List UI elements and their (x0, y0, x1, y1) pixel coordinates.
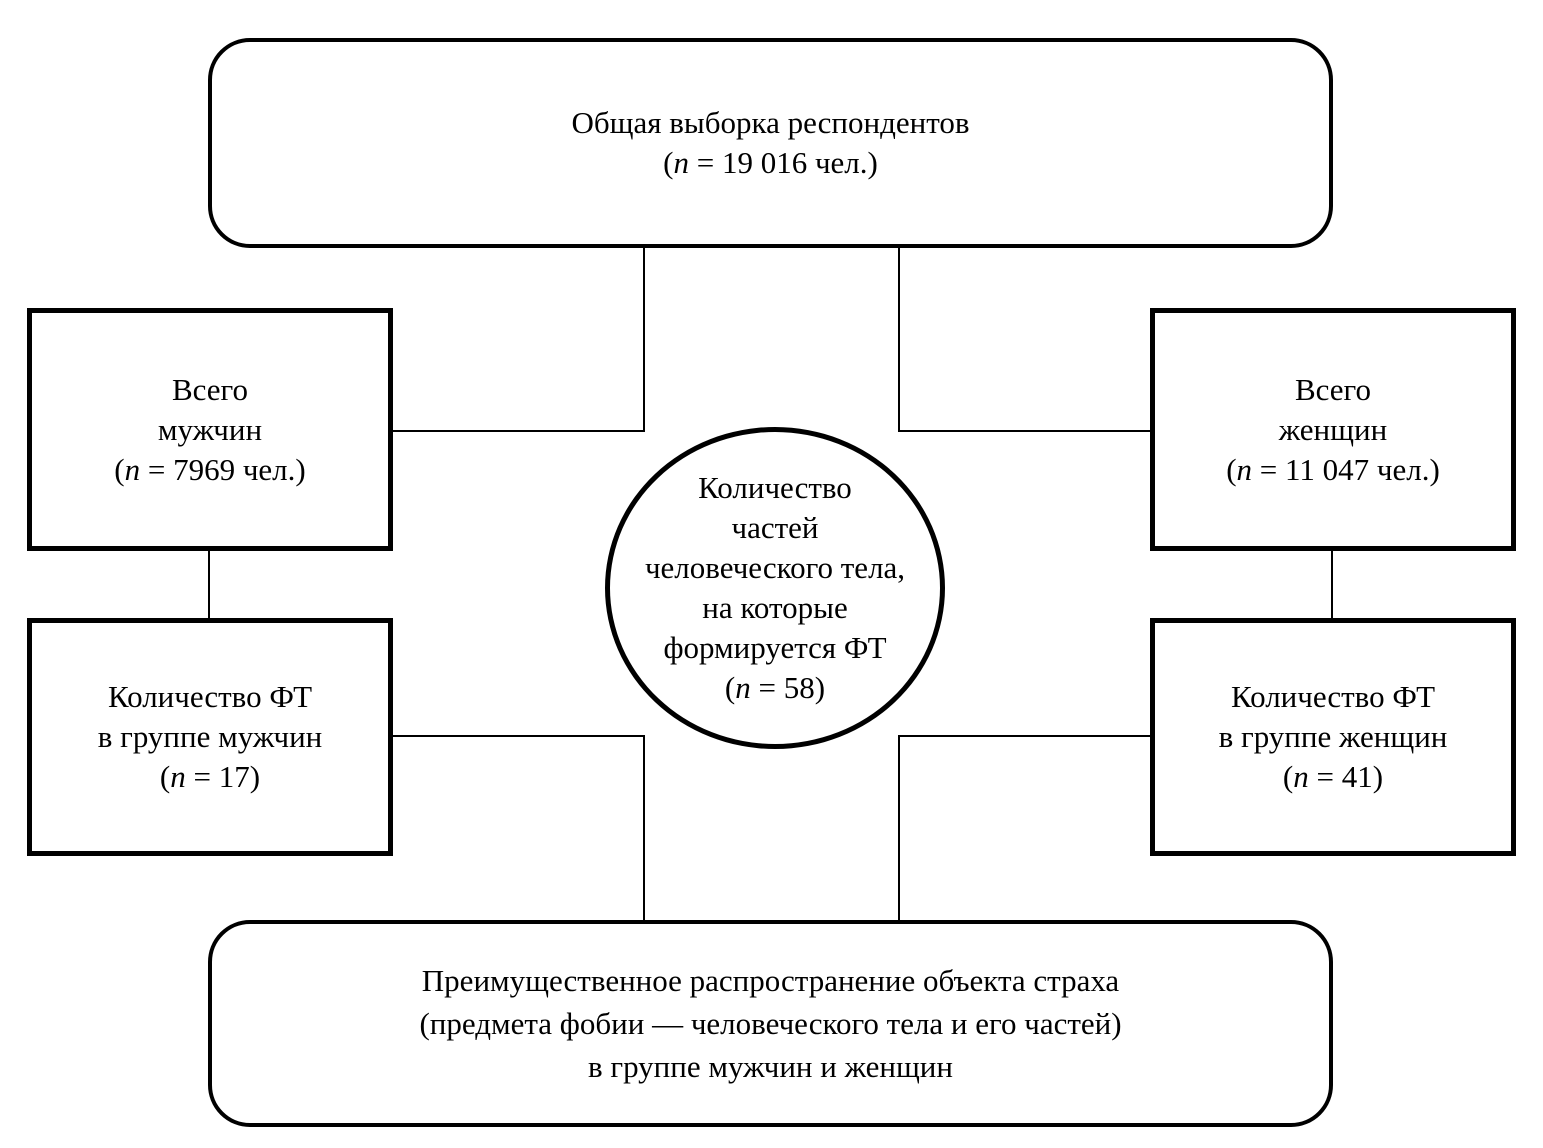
node-text-line: Преимущественное распространение объекта… (421, 963, 1120, 998)
node-text-line: Количество ФТ (107, 679, 313, 714)
n-symbol: n (124, 451, 141, 487)
n-open: ( (114, 451, 125, 487)
connector-sample-to-women-horizontal (898, 430, 1152, 432)
node-ft-women: Количество ФТ в группе женщин (n = 41) (1150, 618, 1516, 856)
node-total-women: Всего женщин (n = 11 047 чел.) (1150, 308, 1516, 551)
node-total-men: Всего мужчин (n = 7969 чел.) (27, 308, 393, 551)
node-distribution: Преимущественное распространение объекта… (208, 920, 1333, 1127)
connector-sample-to-women-vertical (898, 246, 900, 432)
n-open: ( (159, 759, 171, 794)
connector-sample-to-men-vertical (643, 246, 645, 432)
n-open: ( (724, 670, 736, 705)
node-text-line: в группе женщин (1218, 719, 1448, 754)
connector-sample-to-men-horizontal (393, 430, 645, 432)
node-n-line: (n = 58) (725, 668, 825, 708)
node-text-line: в группе мужчин (97, 719, 323, 754)
n-rest: = 41) (1308, 759, 1384, 794)
node-text-line: Всего (1294, 371, 1372, 407)
node-text-line: Всего (171, 371, 249, 407)
node-text-line: человеческого тела, (644, 550, 906, 585)
node-n-line: (n = 19 016 чел.) (663, 143, 878, 183)
connector-ftwomen-to-distribution-vertical (898, 735, 900, 922)
node-n-line: (n = 11 047 чел.) (1226, 450, 1440, 490)
n-symbol: n (170, 759, 186, 794)
n-rest: = 19 016 чел.) (688, 145, 878, 180)
node-ft-men: Количество ФТ в группе мужчин (n = 17) (27, 618, 393, 856)
n-open: ( (1226, 451, 1237, 487)
node-n-line: (n = 7969 чел.) (114, 450, 305, 490)
connector-men-to-ftmen-vertical (208, 549, 210, 620)
node-text-line: Количество (698, 470, 852, 505)
connector-women-to-ftwomen-vertical (1331, 549, 1333, 620)
n-symbol: n (1293, 759, 1309, 794)
n-open: ( (663, 145, 674, 180)
node-text-line: частей (731, 510, 819, 545)
connector-ftmen-to-distribution-horizontal (393, 735, 645, 737)
node-text-line: Количество ФТ (1230, 679, 1436, 714)
node-total-sample: Общая выборка респондентов (n = 19 016 ч… (208, 38, 1333, 248)
node-n-line: (n = 41) (1283, 757, 1383, 797)
n-rest: = 11 047 чел.) (1252, 451, 1440, 487)
node-body-parts-circle: Количество частей человеческого тела, на… (605, 427, 945, 749)
node-text-line: формируется ФТ (663, 630, 887, 665)
node-text-line: в группе мужчин и женщин (587, 1049, 953, 1084)
n-rest: = 58) (750, 670, 826, 705)
n-symbol: n (673, 145, 689, 180)
node-text-line: (предмета фобии — человеческого тела и е… (419, 1006, 1122, 1041)
node-text-line: мужчин (157, 411, 263, 447)
connector-ftmen-to-distribution-vertical (643, 735, 645, 922)
n-symbol: n (1236, 451, 1253, 487)
node-text-line: на которые (702, 590, 848, 625)
n-symbol: n (735, 670, 751, 705)
n-open: ( (1282, 759, 1294, 794)
node-n-line: (n = 17) (160, 757, 260, 797)
node-text-line: женщин (1278, 411, 1388, 447)
connector-ftwomen-to-distribution-horizontal (898, 735, 1152, 737)
node-text-line: Общая выборка респондентов (571, 105, 970, 140)
n-rest: = 17) (185, 759, 261, 794)
n-rest: = 7969 чел.) (140, 451, 306, 487)
